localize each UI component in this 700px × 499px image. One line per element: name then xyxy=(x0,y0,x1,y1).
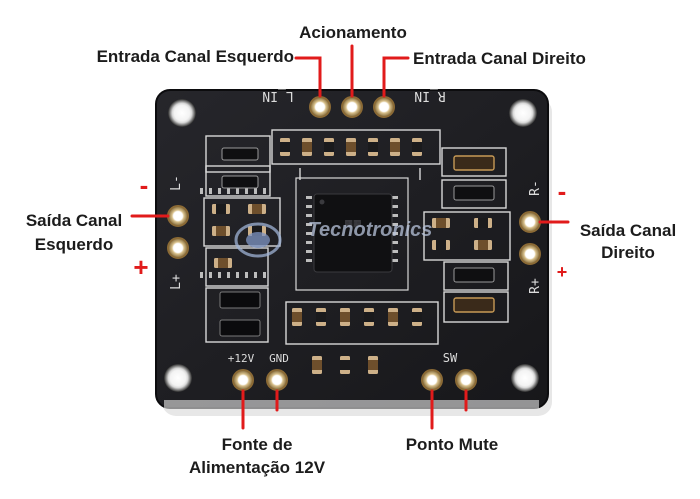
silk-l-in: L_IN xyxy=(262,88,293,103)
silk-gnd: GND xyxy=(269,352,289,365)
silk-plus-12v: +12V xyxy=(228,352,255,365)
silk-l-minus: L- xyxy=(169,175,184,191)
label-saida-canal-esquerdo-line2: Esquerdo xyxy=(34,235,114,254)
silk-r-minus: R- xyxy=(528,180,543,196)
polarity-minus-right: - xyxy=(558,176,567,206)
polarity-plus-left: + xyxy=(133,252,148,282)
mounting-hole-top-left xyxy=(168,99,196,127)
amplifier-chip: ▦▦ xyxy=(200,177,409,291)
polarity-minus-left: - xyxy=(140,170,149,200)
svg-text:▦▦: ▦▦ xyxy=(344,218,361,228)
label-entrada-canal-esquerdo: Entrada Canal Esquerdo xyxy=(96,47,294,66)
silk-l-plus: L+ xyxy=(169,274,184,290)
silkscreen-outlines xyxy=(203,129,511,345)
silk-r-in: R_IN xyxy=(414,88,445,103)
silk-r-plus: R+ xyxy=(528,278,543,294)
callout-leader-lines xyxy=(130,44,570,430)
label-ponto-mute: Ponto Mute xyxy=(405,435,499,454)
smd-components xyxy=(212,138,492,374)
label-fonte-line1: Fonte de xyxy=(221,435,293,454)
board-edge-highlight xyxy=(164,400,539,410)
label-saida-canal-esquerdo-line1: Saída Canal xyxy=(25,211,123,230)
black-components xyxy=(219,147,495,337)
polarity-plus-right: + xyxy=(557,262,568,282)
silk-sw: SW xyxy=(443,351,458,365)
label-fonte-line2: Alimentação 12V xyxy=(188,458,326,477)
label-entrada-canal-direito: Entrada Canal Direito xyxy=(413,49,586,68)
label-acionamento: Acionamento xyxy=(299,23,407,42)
mounting-hole-top-right xyxy=(509,99,537,127)
mounting-hole-bottom-left xyxy=(164,364,192,392)
watermark-text: Tecnotronics xyxy=(308,219,433,241)
watermark-logo: Tecnotronics xyxy=(234,219,433,258)
mounting-hole-bottom-right xyxy=(511,364,539,392)
label-saida-canal-direito-line2: Direito xyxy=(601,243,655,262)
label-saida-canal-direito-line1: Saída Canal xyxy=(579,221,677,240)
